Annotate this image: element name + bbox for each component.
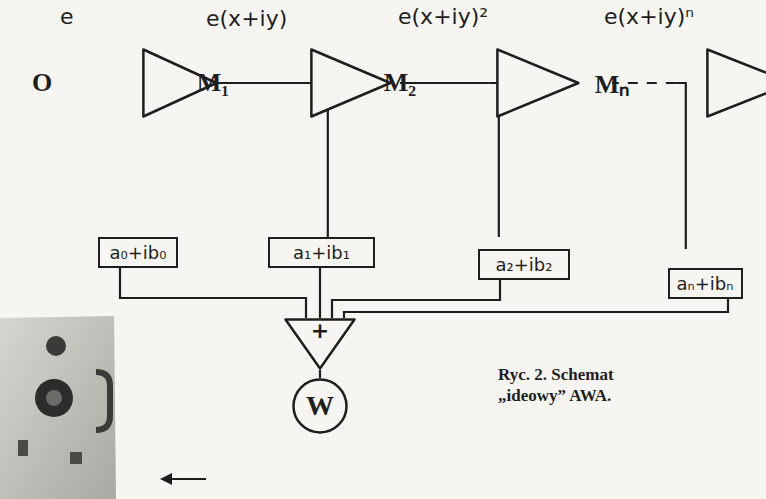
coefficient-box: a₀+ib₀: [98, 237, 178, 268]
photo-handle: [96, 372, 110, 430]
coefficient-box: a₂+ib₂: [478, 249, 570, 280]
node-text: O: [32, 68, 52, 98]
node-text: W: [306, 390, 334, 422]
photo-knob: [46, 390, 62, 406]
signal-wire: [319, 370, 321, 378]
node-text: Mₙ: [595, 65, 630, 101]
node-text: M₁: [197, 68, 229, 98]
pointer-arrow-head: [160, 473, 172, 485]
amplifier-triangle: M₁: [213, 48, 489, 118]
signal-label: e(x+iy)²: [398, 4, 488, 29]
signal-wire: [344, 299, 728, 318]
node-text: a₁+ib₁: [293, 242, 350, 263]
shape-outline: [213, 48, 489, 118]
pointer-arrow: [168, 478, 206, 480]
photo-switch: [18, 440, 28, 456]
signal-label: e(x+iy)ⁿ: [604, 4, 694, 29]
shape-outline: [612, 48, 766, 118]
node-text: aₙ+ibₙ: [677, 273, 734, 294]
figure-caption: Ryc. 2. Schemat „ideowy” AWA.: [498, 364, 663, 407]
photo-knob: [46, 336, 66, 356]
node-text: a₀+ib₀: [110, 242, 167, 263]
photo-switch: [70, 452, 82, 464]
shape-outline: [42, 48, 318, 118]
signal-label: e(x+iy): [206, 6, 287, 31]
node-text: a₂+ib₂: [496, 254, 553, 275]
signal-wire: [120, 268, 306, 318]
photo-knob: [35, 379, 73, 417]
signal-wire: [319, 268, 321, 318]
photo-panel: [0, 316, 116, 499]
summing-triangle: +: [284, 318, 356, 370]
signal-label: e: [60, 4, 74, 29]
shape-outline: [400, 48, 676, 118]
output-circle: W: [292, 378, 348, 434]
amplifier-triangle: Mₙ: [612, 48, 766, 118]
node-text: M₂: [384, 68, 416, 98]
signal-wire: [676, 83, 686, 249]
node-text: +: [311, 320, 329, 342]
coefficient-box: a₁+ib₁: [268, 237, 375, 268]
amplifier-triangle: M₂: [400, 48, 676, 118]
coefficient-box: aₙ+ibₙ: [668, 268, 743, 299]
amplifier-triangle: O: [42, 48, 318, 118]
